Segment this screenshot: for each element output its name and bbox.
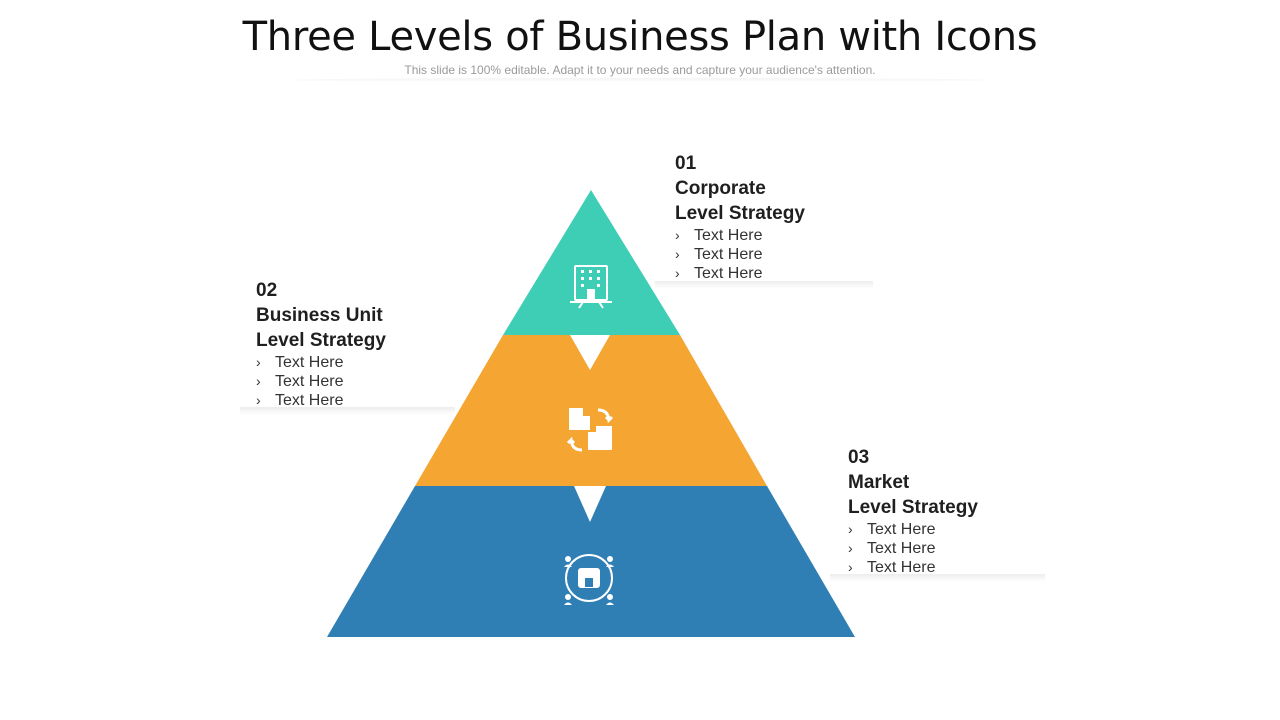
office-building-icon <box>570 265 612 309</box>
slide-subtitle: This slide is 100% editable. Adapt it to… <box>404 63 876 77</box>
bullet-text: Text Here <box>694 227 763 244</box>
level-heading-line1: Market <box>848 472 910 493</box>
bullet-text: Text Here <box>275 373 344 390</box>
bullet-item: › Text Here <box>848 558 978 577</box>
market-store-icon <box>564 554 614 605</box>
chevron-right-icon: › <box>256 373 261 389</box>
level-heading-line2: Level Strategy <box>256 330 386 351</box>
level-heading-line2: Level Strategy <box>848 497 978 518</box>
level-heading-line1: Business Unit <box>256 305 383 326</box>
bullet-text: Text Here <box>275 354 344 371</box>
bullet-list: › Text Here › Text Here › Text Here <box>256 353 386 410</box>
bullet-item: › Text Here <box>675 226 805 245</box>
bullet-text: Text Here <box>694 265 763 282</box>
level-number: 01 <box>675 153 697 174</box>
bullet-list: › Text Here › Text Here › Text Here <box>848 520 978 577</box>
buildings-exchange-icon <box>566 408 614 452</box>
slide-title: Three Levels of Business Plan with Icons <box>242 14 1038 60</box>
level-block-03: 03 Market Level Strategy › Text Here › Tex… <box>848 445 978 577</box>
level-number: 02 <box>256 280 278 301</box>
bullet-text: Text Here <box>867 540 936 557</box>
level-heading-line2: Level Strategy <box>675 203 805 224</box>
chevron-right-icon: › <box>675 265 680 281</box>
chevron-right-icon: › <box>675 246 680 262</box>
text-shadow-line <box>830 574 1045 582</box>
bullet-text: Text Here <box>694 246 763 263</box>
chevron-right-icon: › <box>256 354 261 370</box>
bullet-item: › Text Here <box>848 539 978 558</box>
text-shadow-line <box>240 407 455 415</box>
title-underline-shadow <box>290 78 990 82</box>
bullet-item: › Text Here <box>675 264 805 283</box>
bullet-item: › Text Here <box>256 353 386 372</box>
bullet-item: › Text Here <box>256 372 386 391</box>
chevron-right-icon: › <box>848 521 853 537</box>
level-block-01: 01 Corporate Level Strategy › Text Here ›… <box>675 151 805 283</box>
level-number: 03 <box>848 447 870 468</box>
bullet-list: › Text Here › Text Here › Text Here <box>675 226 805 283</box>
chevron-right-icon: › <box>256 392 261 408</box>
text-shadow-line <box>655 281 873 289</box>
pyramid-tier-top <box>503 190 680 335</box>
pyramid-tier-bottom <box>327 486 855 637</box>
pyramid-tier-middle <box>415 335 767 486</box>
bullet-text: Text Here <box>275 392 344 409</box>
chevron-right-icon: › <box>848 540 853 556</box>
level-block-02: 02 Business Unit Level Strategy › Text He… <box>256 278 386 410</box>
bullet-item: › Text Here <box>675 245 805 264</box>
bullet-item: › Text Here <box>848 520 978 539</box>
chevron-right-icon: › <box>848 559 853 575</box>
bullet-text: Text Here <box>867 521 936 538</box>
chevron-right-icon: › <box>675 227 680 243</box>
bullet-item: › Text Here <box>256 391 386 410</box>
bullet-text: Text Here <box>867 559 936 576</box>
level-heading-line1: Corporate <box>675 178 766 199</box>
